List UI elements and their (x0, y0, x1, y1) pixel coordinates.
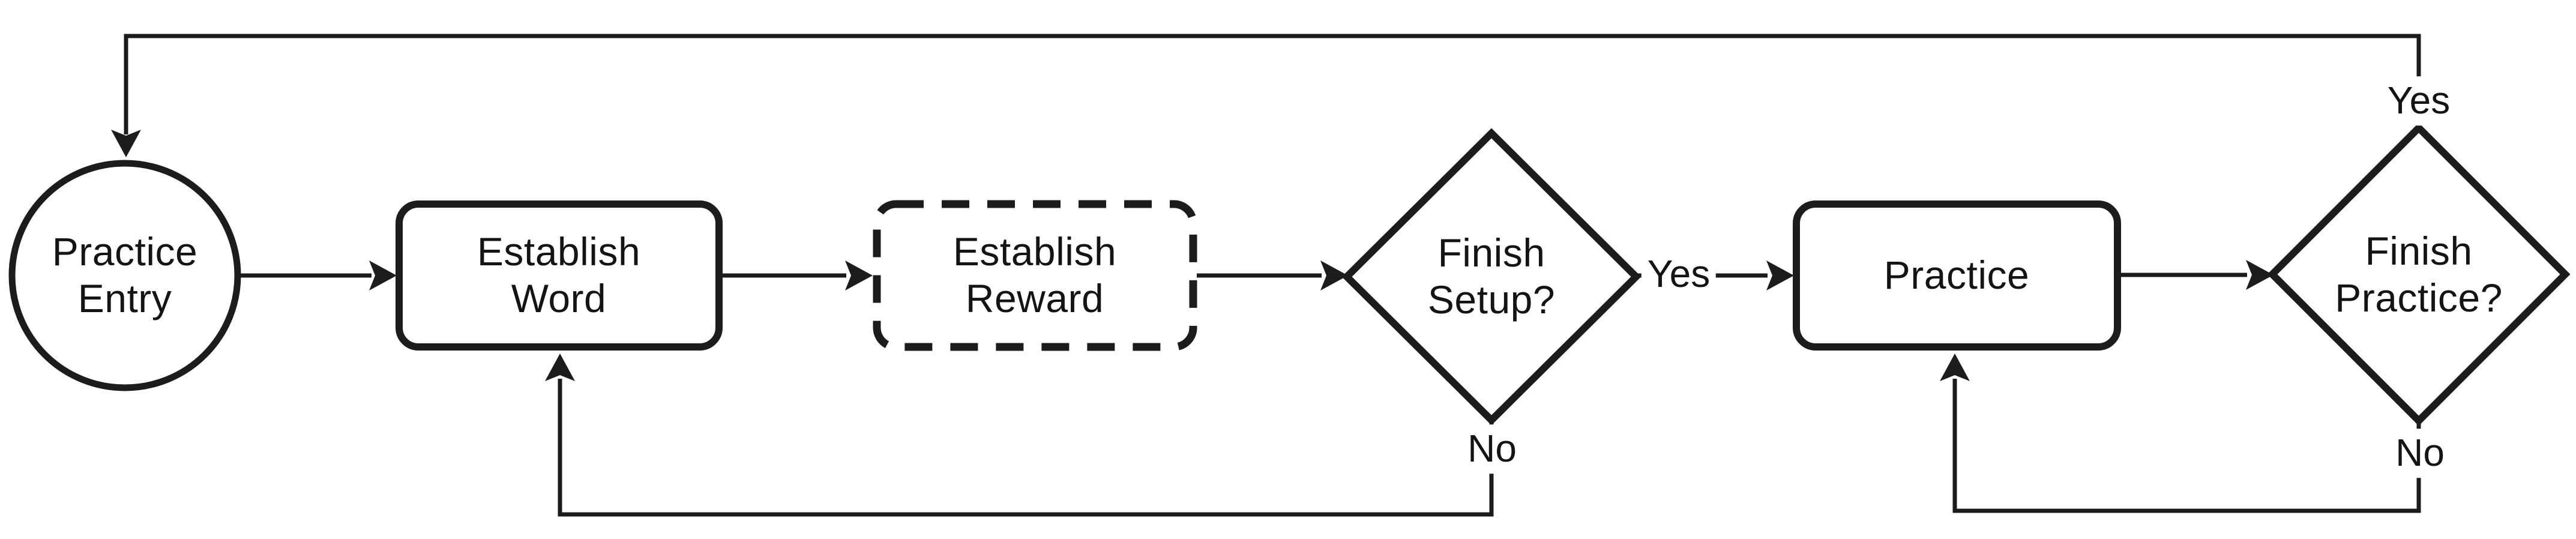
arrowhead-no-into-practice (1940, 354, 1970, 381)
practice-shape (1793, 200, 2121, 351)
edge-finish-practice-yes-line (124, 34, 2421, 134)
edge-setup-no-line (558, 379, 1494, 517)
practice-entry-shape (8, 160, 241, 391)
arrowhead-into-establish-reward (845, 260, 873, 291)
arrowhead-into-practice-entry (111, 130, 141, 157)
practice-entry-label: Practice Entry (52, 229, 198, 321)
arrowhead-into-establish-word (369, 260, 397, 291)
edge-label-setup-no: No (1461, 424, 1523, 474)
arrowhead-into-finish-practice (2246, 260, 2274, 290)
edge-finish-practice-no-line (1952, 379, 2421, 513)
finish-setup-label: Finish Setup? (1427, 230, 1556, 322)
establish-reward-shape (873, 200, 1197, 351)
establish-word-label: Establish Word (477, 229, 641, 321)
arrowhead-into-practice (1766, 260, 1794, 291)
establish-reward-label: Establish Reward (952, 229, 1117, 321)
arrowhead-into-finish-setup (1320, 260, 1348, 291)
practice-label: Practice (1883, 253, 2030, 298)
establish-word-shape (396, 200, 723, 351)
finish-practice-label: Finish Practice? (2335, 229, 2503, 320)
edge-label-finish-practice-no: No (2389, 429, 2451, 478)
edge-label-setup-yes: Yes (1641, 250, 1717, 299)
arrowhead-no-into-establish-word (545, 354, 575, 381)
finish-practice-shape (2267, 122, 2571, 426)
edge-label-finish-practice-yes: Yes (2381, 76, 2457, 125)
finish-setup-shape (1341, 128, 1642, 426)
